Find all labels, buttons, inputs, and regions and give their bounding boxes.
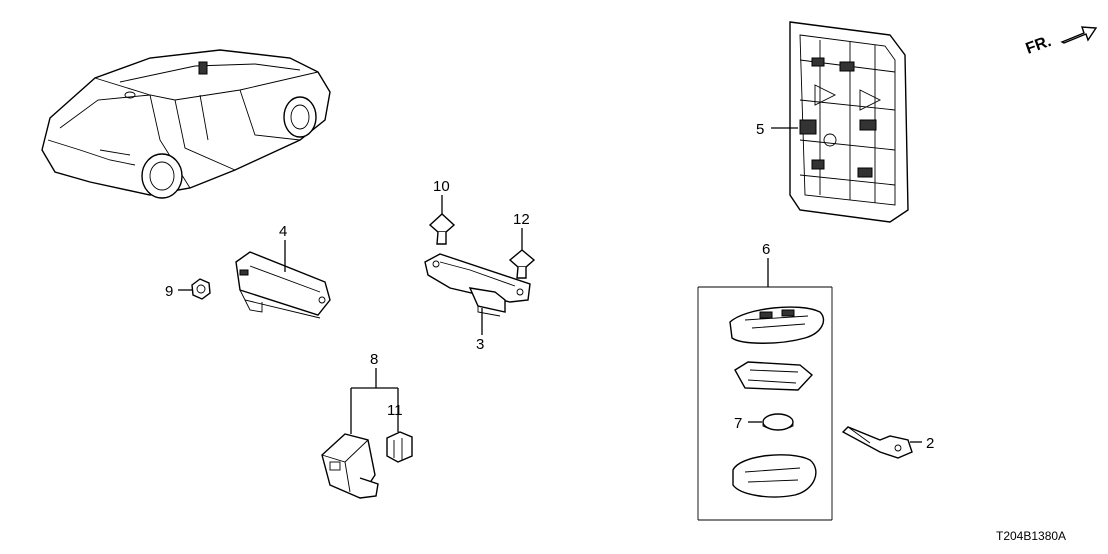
clip-12 bbox=[508, 249, 536, 279]
front-direction-marker: FR. bbox=[1024, 26, 1098, 58]
bracket-3 bbox=[424, 253, 531, 317]
callout-4: 4 bbox=[279, 223, 287, 240]
callout-12: 12 bbox=[513, 211, 530, 228]
leader-lines bbox=[178, 127, 922, 443]
nut-9 bbox=[191, 278, 211, 300]
callout-3: 3 bbox=[476, 336, 484, 353]
callout-10: 10 bbox=[433, 178, 450, 195]
mechanical-key-2 bbox=[841, 426, 913, 459]
control-unit-5 bbox=[789, 21, 909, 223]
cap-11 bbox=[386, 431, 413, 463]
callout-9: 9 bbox=[165, 283, 173, 300]
fr-label: FR. bbox=[1024, 33, 1054, 58]
callout-8: 8 bbox=[370, 351, 378, 368]
callout-labels: 2 3 4 5 6 7 8 9 10 11 12 bbox=[165, 121, 934, 452]
callout-7: 7 bbox=[734, 415, 742, 432]
callout-6: 6 bbox=[762, 241, 770, 258]
clip-10 bbox=[428, 213, 456, 245]
vehicle-illustration bbox=[41, 49, 331, 199]
sensor-unit-8 bbox=[321, 433, 379, 499]
diagram-code: T204B1380A bbox=[996, 529, 1066, 543]
callout-5: 5 bbox=[756, 121, 764, 138]
antenna-unit-4 bbox=[235, 251, 331, 319]
callout-2: 2 bbox=[926, 435, 934, 452]
key-fob-group-6 bbox=[697, 286, 833, 521]
callout-11: 11 bbox=[387, 402, 403, 419]
